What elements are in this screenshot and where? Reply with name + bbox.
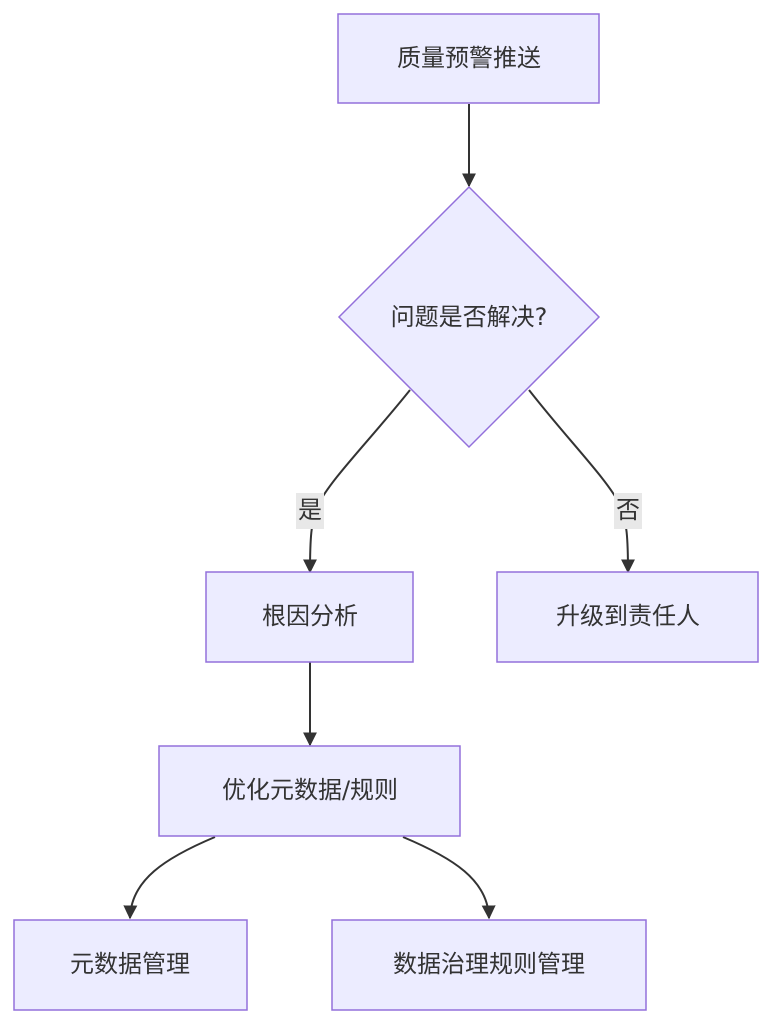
edge-label-yes: 是 — [296, 493, 324, 529]
node-root-cause-analysis[interactable]: 根因分析 — [205, 571, 414, 663]
node-quality-alert-push-label: 质量预警推送 — [397, 44, 541, 72]
node-metadata-management[interactable]: 元数据管理 — [13, 919, 248, 1011]
node-governance-rules-management[interactable]: 数据治理规则管理 — [331, 919, 647, 1011]
node-optimize-metadata-rules-label: 优化元数据/规则 — [222, 776, 398, 804]
edge-optimize-to-metadata — [123, 836, 216, 920]
node-root-cause-analysis-label: 根因分析 — [262, 602, 358, 630]
edge-label-no: 否 — [614, 493, 642, 529]
edge-decision-to-escalate — [528, 389, 635, 574]
node-governance-rules-management-label: 数据治理规则管理 — [393, 950, 585, 978]
node-issue-resolved-decision[interactable]: 问题是否解决? — [337, 185, 601, 449]
edge-decision-to-root-cause — [303, 389, 411, 574]
edge-label-no-text: 否 — [616, 496, 640, 524]
node-metadata-management-label: 元数据管理 — [70, 950, 190, 978]
node-escalate-to-owner[interactable]: 升级到责任人 — [496, 571, 759, 663]
node-quality-alert-push[interactable]: 质量预警推送 — [337, 13, 600, 104]
node-issue-resolved-label: 问题是否解决? — [391, 303, 548, 331]
node-escalate-to-owner-label: 升级到责任人 — [556, 602, 700, 630]
edge-optimize-to-governance — [402, 836, 496, 920]
node-optimize-metadata-rules[interactable]: 优化元数据/规则 — [158, 745, 461, 837]
edge-label-yes-text: 是 — [298, 496, 322, 524]
